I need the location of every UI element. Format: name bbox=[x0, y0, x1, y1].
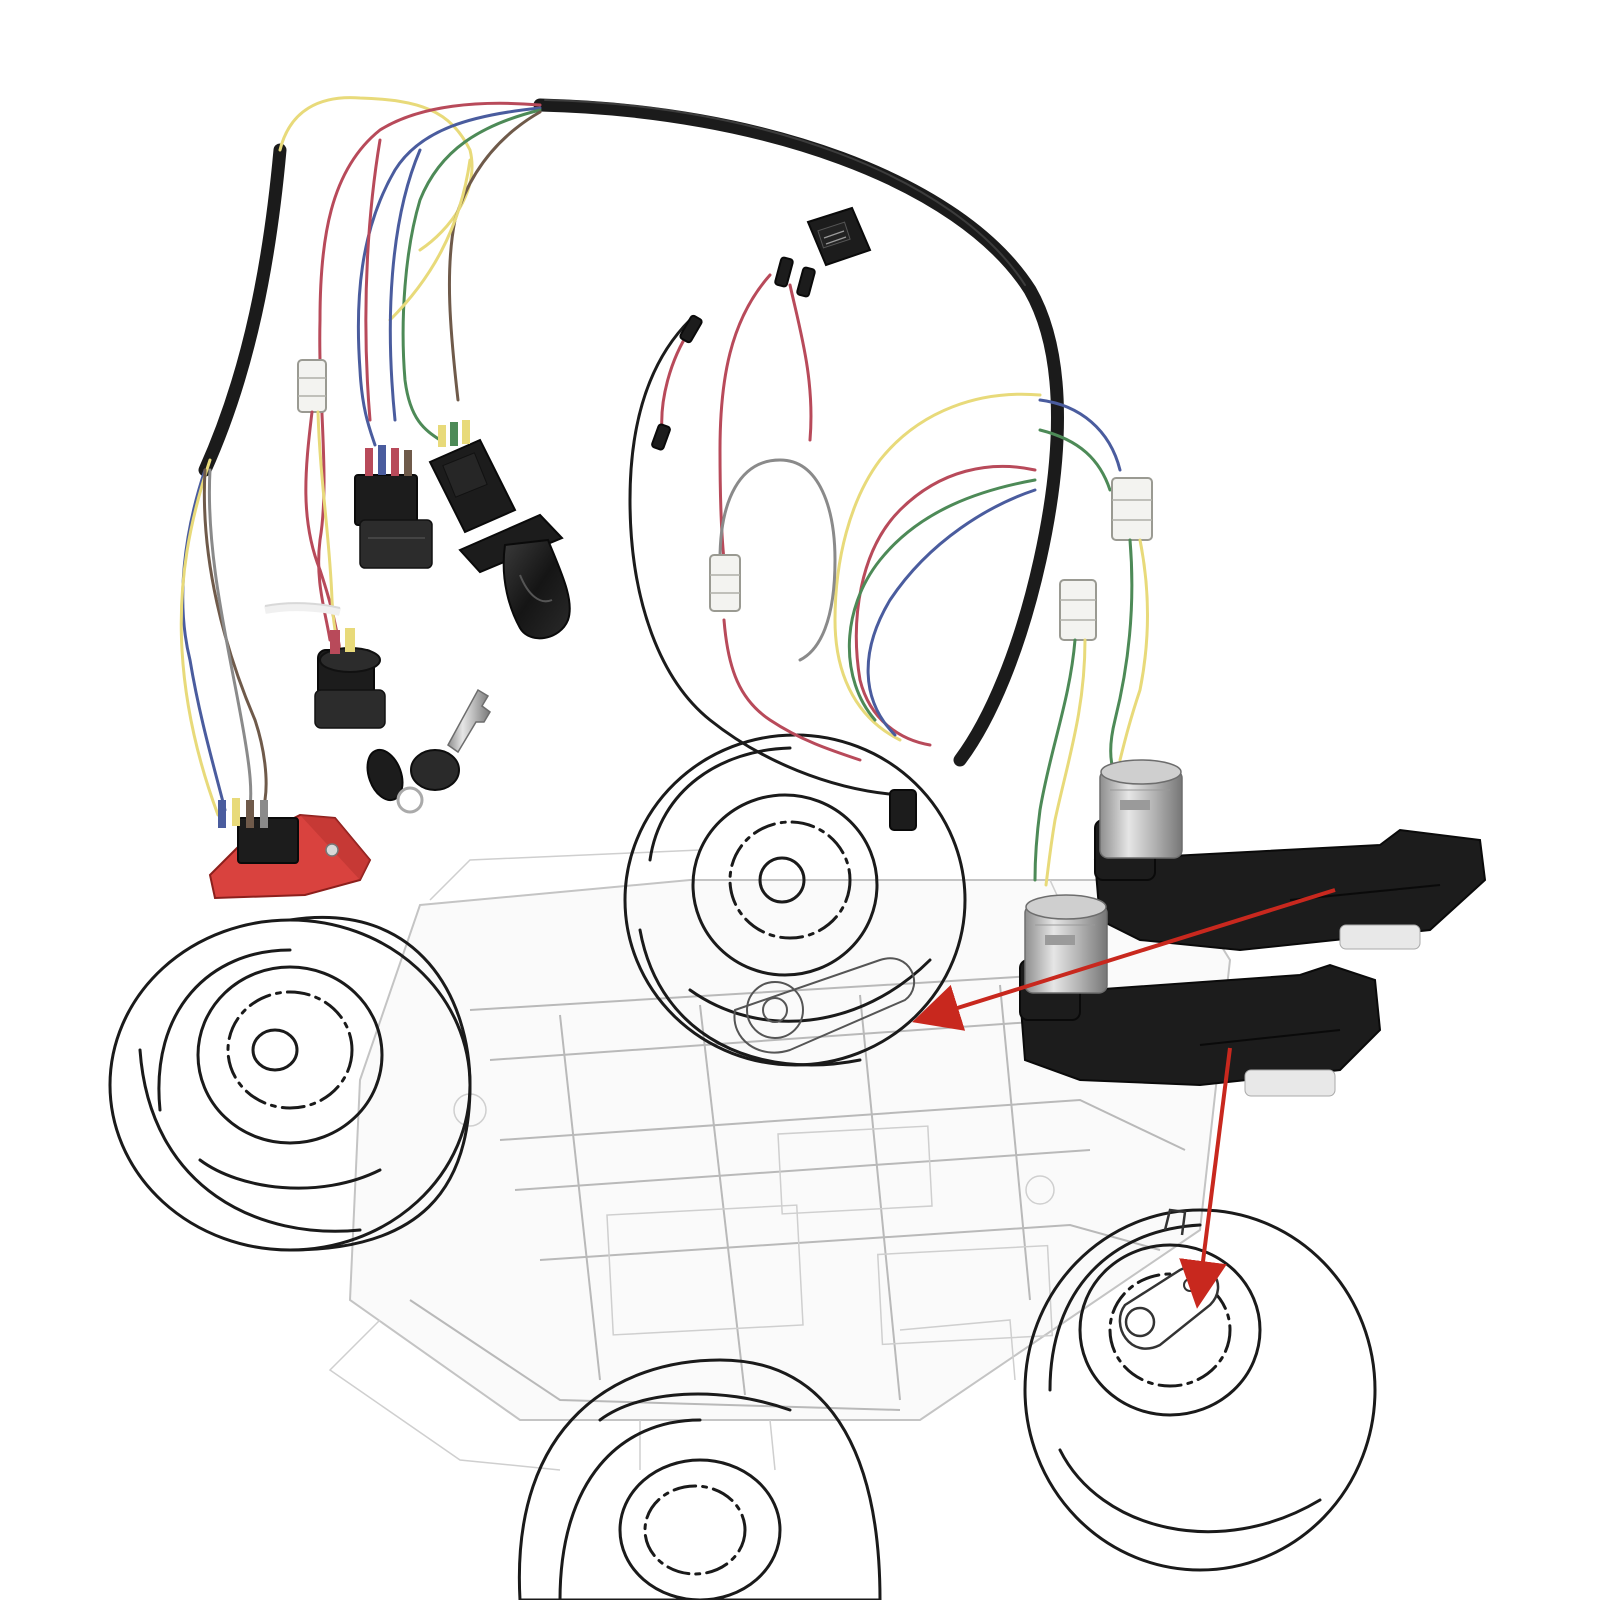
wheel-rear-left bbox=[517, 1358, 882, 1600]
wheel-front-right bbox=[623, 733, 967, 1067]
remote-receiver bbox=[774, 206, 872, 298]
gearbox-motor-upper bbox=[1093, 759, 1487, 952]
harness-plug-middle bbox=[709, 554, 741, 612]
ignition-key bbox=[366, 688, 491, 814]
wiring-harness bbox=[179, 96, 1153, 887]
arrow-lower-motor-to-rear-wheel bbox=[1179, 1047, 1232, 1309]
pedal-switch bbox=[208, 798, 372, 900]
ignition-switch bbox=[314, 628, 386, 729]
vehicle-chassis bbox=[328, 849, 1232, 1471]
harness-plug-right-upper bbox=[1111, 477, 1153, 541]
gearbox-motor-lower bbox=[1018, 894, 1382, 1097]
forward-reverse-switch bbox=[428, 420, 517, 534]
gear-shifter bbox=[458, 513, 571, 640]
speed-switch bbox=[354, 445, 433, 569]
harness-plug-right-lower bbox=[1059, 579, 1097, 641]
arrows bbox=[912, 888, 1336, 1309]
harness-plug-left bbox=[297, 359, 327, 413]
arrow-upper-motor-to-front-wheel bbox=[912, 888, 1336, 1031]
wheel-front-left bbox=[108, 916, 472, 1252]
